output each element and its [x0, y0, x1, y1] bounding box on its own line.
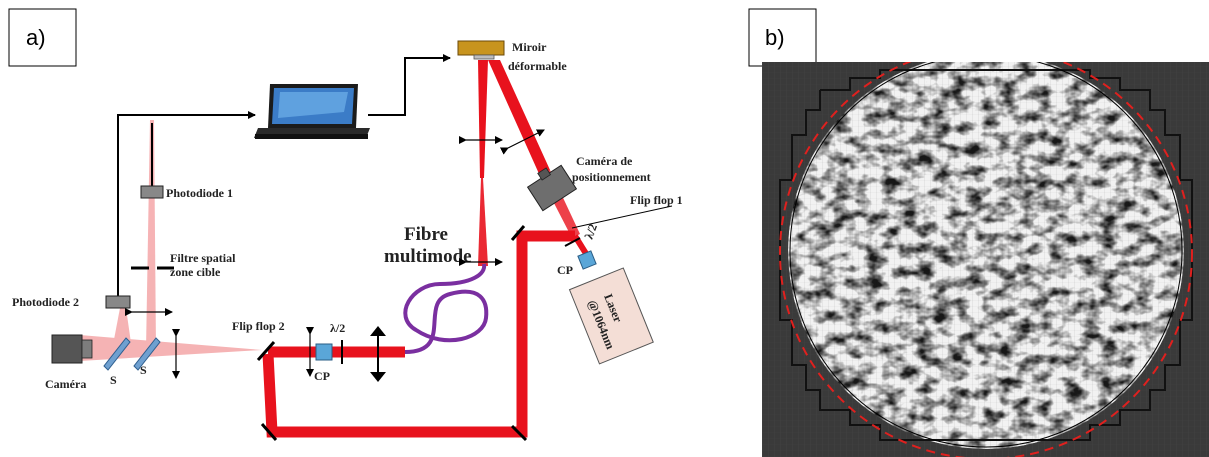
cp-label-2: CP [314, 369, 330, 383]
fibre-label-line2: multimode [384, 246, 472, 267]
beam-mirror-camera [488, 60, 550, 176]
panel-a-letter: a) [26, 25, 46, 50]
laptop-icon [254, 84, 370, 139]
camera-label: Caméra [45, 377, 86, 391]
lambda-label-1: λ/2 [582, 222, 600, 241]
inner-circle [789, 62, 1183, 448]
beam-main-loop [262, 230, 575, 438]
panel-a-label-box: a) [8, 8, 77, 67]
beam-down-mirror [478, 60, 488, 178]
beam-splitters [103, 337, 161, 371]
panel-a: a) Miroir déformable [8, 8, 683, 442]
dashed-circle [779, 62, 1193, 457]
fibre-label-line1: Fibre [404, 224, 448, 245]
cp-laser-cube [577, 250, 597, 270]
filter-label-line1: Filtre spatial [170, 251, 236, 265]
flip-flop-1-pointer [571, 205, 673, 229]
camera-pos-label-line2: positionnement [572, 170, 651, 184]
mirror-label-line2: déformable [508, 59, 567, 73]
splitter-label-2: S [140, 363, 147, 377]
lens-arrows [125, 129, 545, 379]
splitter-label-1: S [110, 373, 117, 387]
deformable-mirror [457, 40, 505, 60]
speckle-image [762, 62, 1209, 457]
lambda-label-2: λ/2 [330, 321, 345, 335]
camera-icon [51, 334, 93, 364]
panel-b-label-box: b) [748, 8, 817, 67]
photodiode-1 [140, 185, 164, 199]
loop-mirrors [256, 225, 528, 442]
multimode-fibre [403, 263, 489, 354]
staircase-outline [779, 69, 1193, 441]
cables [117, 54, 451, 296]
half-wave-plate-1 [564, 237, 581, 247]
laser-source: Laser @1064nm [568, 267, 654, 365]
photodiode-2 [105, 295, 131, 309]
flip-flop-1-label: Flip flop 1 [630, 193, 683, 207]
cp-laser-label: CP [557, 263, 573, 277]
filter-label-line2: zone cible [170, 265, 221, 279]
cp-cube-2 [315, 343, 333, 361]
photodiode-2-label: Photodiode 2 [12, 295, 79, 309]
panel-b-letter: b) [765, 25, 785, 50]
positioning-camera-icon [526, 164, 578, 212]
camera-pos-label-line1: Caméra de [576, 154, 633, 168]
fibre-coupling-lens [370, 326, 386, 382]
camera-beam [80, 335, 262, 361]
panel-b: b) [748, 8, 1209, 457]
cable-laptop-mirror [368, 54, 451, 116]
photodiode1-beam [146, 120, 156, 350]
mirror-label-line1: Miroir [512, 40, 547, 54]
cable-pd2-laptop [117, 111, 256, 296]
photodiode-1-label: Photodiode 1 [166, 186, 233, 200]
flip-flop-2-label: Flip flop 2 [232, 319, 285, 333]
